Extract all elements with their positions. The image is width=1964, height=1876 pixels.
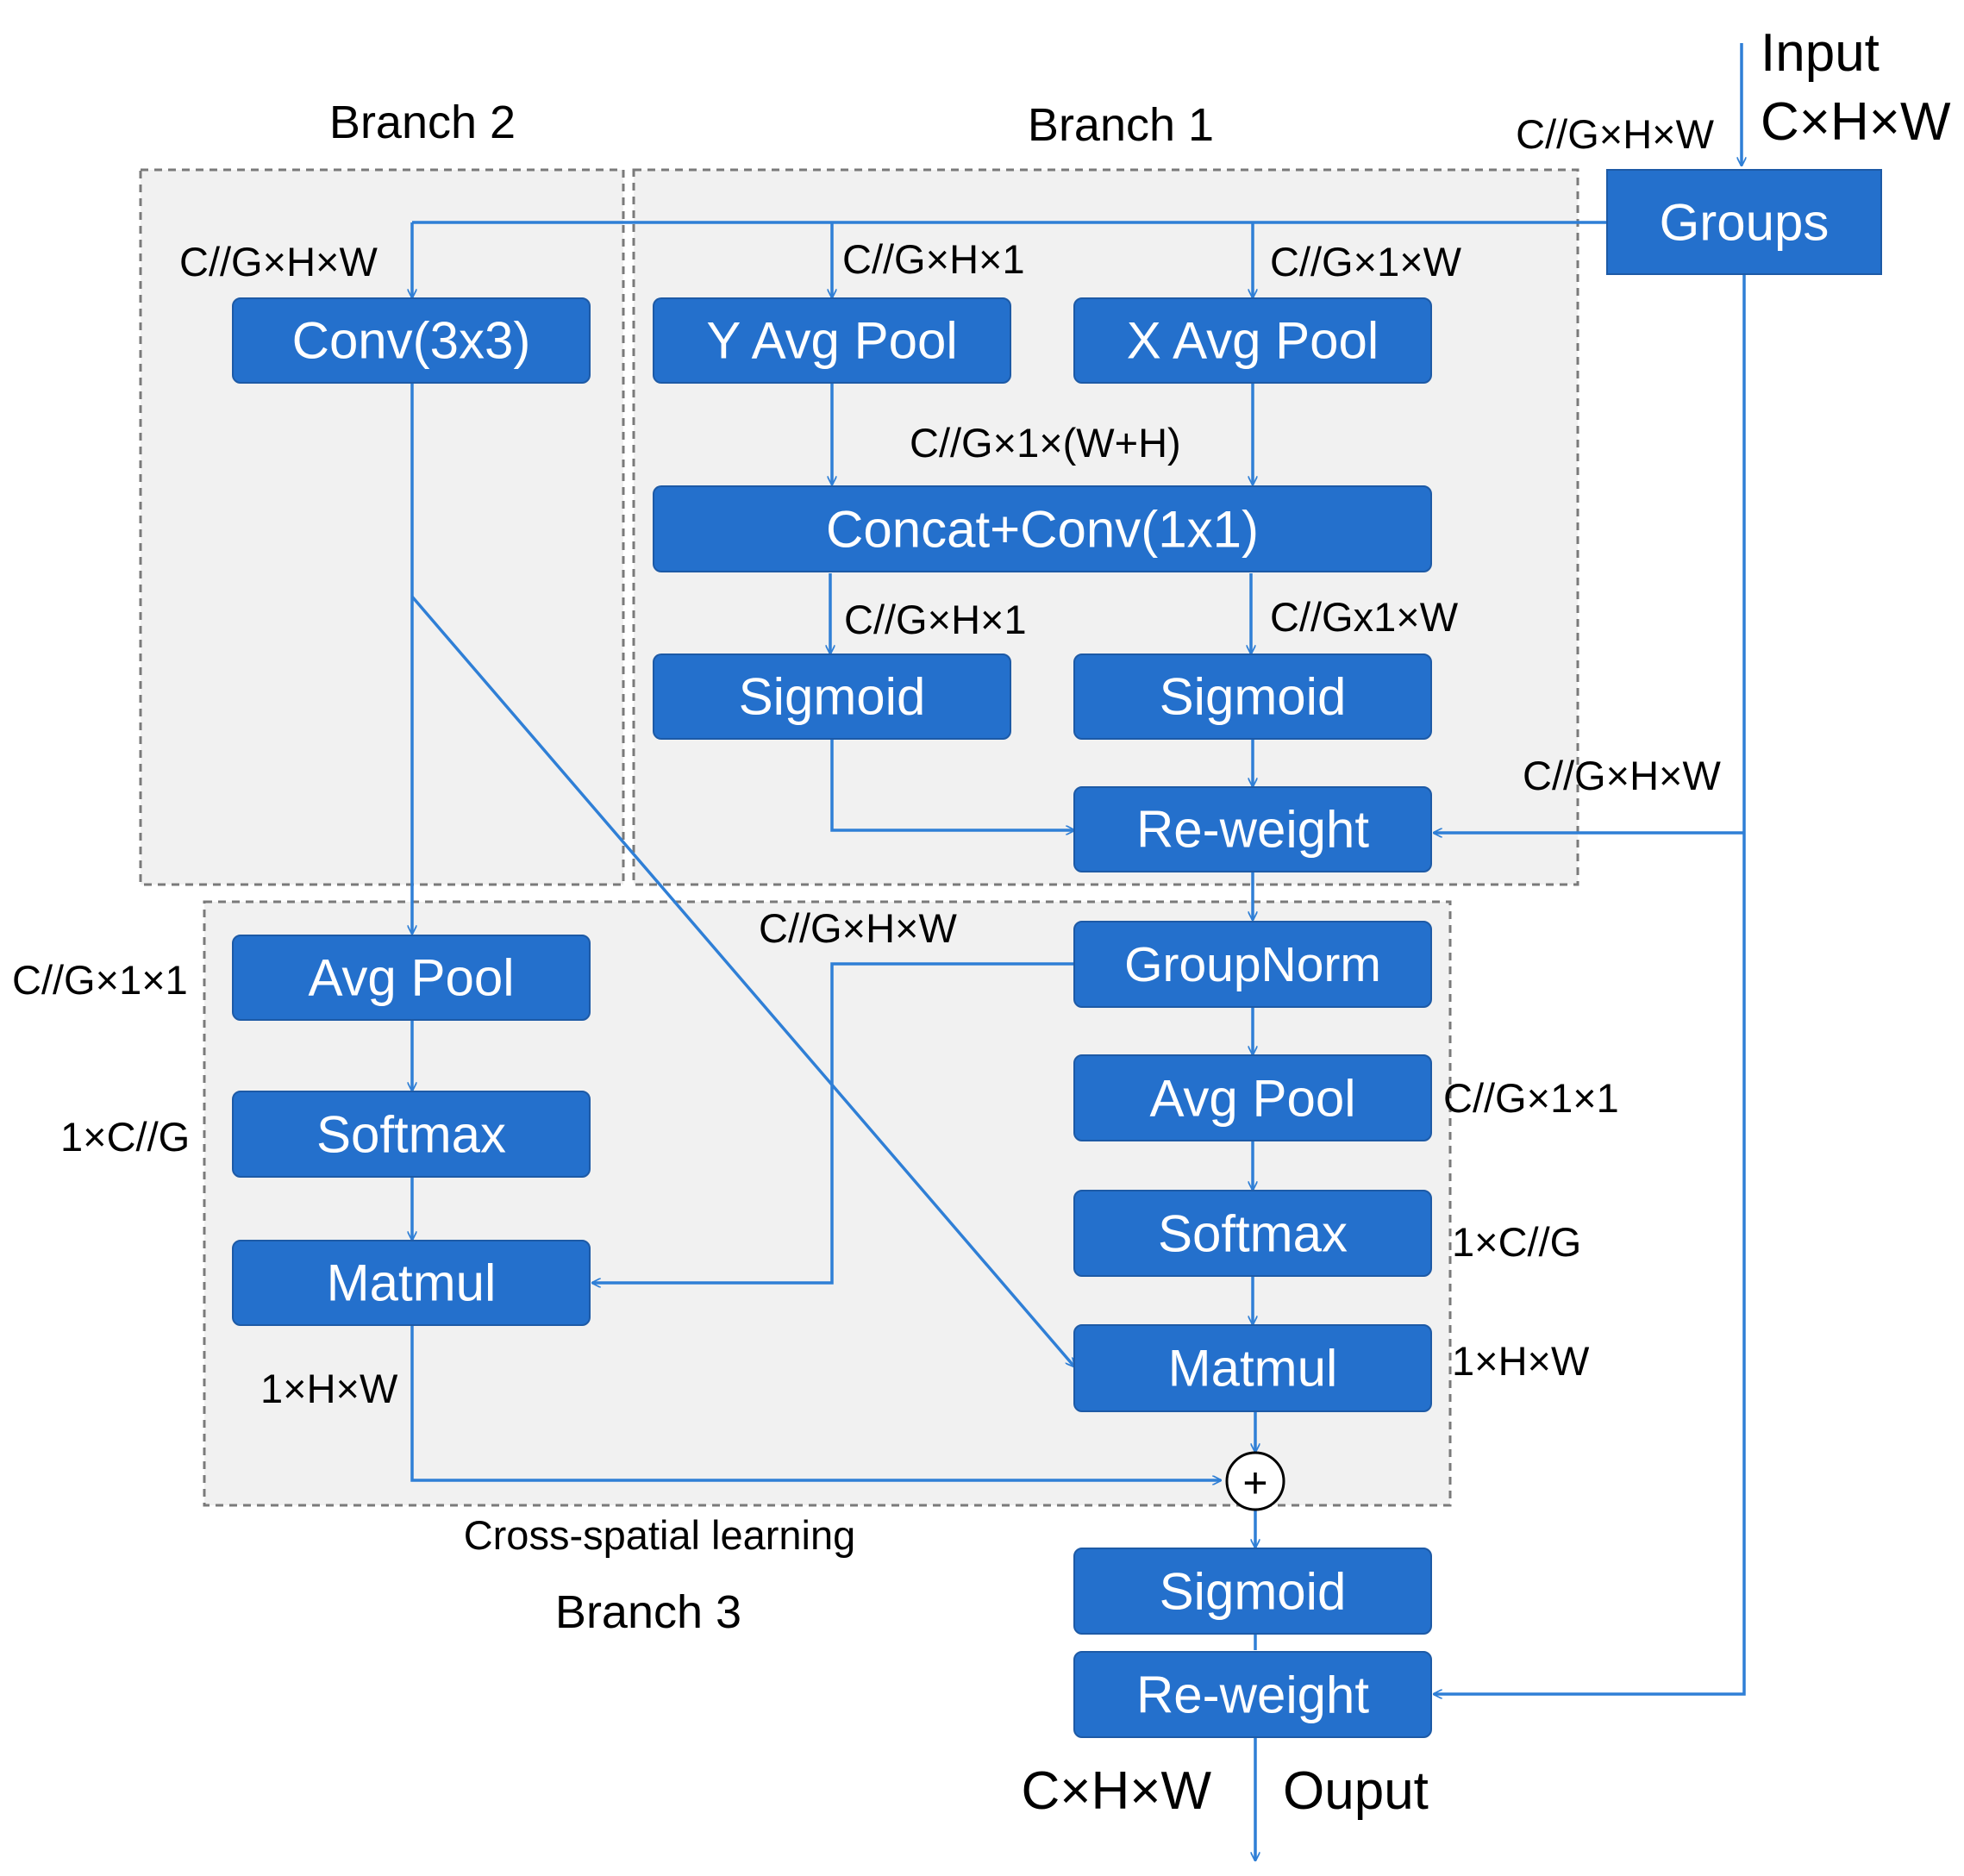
label-matmul-left-out: 1×H×W (260, 1366, 398, 1411)
sigmoid-x-node: Sigmoid (1073, 653, 1432, 740)
groupnorm-node: GroupNorm (1073, 921, 1432, 1008)
y-avg-pool-node: Y Avg Pool (653, 297, 1011, 384)
svg-text:Re-weight: Re-weight (1136, 1667, 1369, 1724)
edge-conv-matmul-right (410, 595, 1074, 1366)
reweight-1-node: Re-weight (1073, 786, 1432, 872)
label-sigmoid-x-in: C//Gx1×W (1270, 594, 1459, 640)
output-title: Ouput (1283, 1761, 1429, 1821)
label-reweight-skip: C//G×H×W (1523, 753, 1721, 798)
svg-text:Avg Pool: Avg Pool (1149, 1070, 1355, 1128)
groups-node: Groups (1606, 169, 1882, 275)
label-avgpool-left-out: C//G×1×1 (12, 957, 188, 1003)
concat-conv-node: Concat+Conv(1x1) (653, 485, 1432, 572)
sigmoid-final-node: Sigmoid (1073, 1548, 1432, 1635)
output-shape: C×H×W (1022, 1761, 1212, 1821)
label-matmul-right-out: 1×H×W (1452, 1338, 1590, 1384)
x-avg-pool-node: X Avg Pool (1073, 297, 1432, 384)
label-sigmoid-y-in: C//G×H×1 (844, 597, 1027, 642)
avg-pool-right-node: Avg Pool (1073, 1054, 1432, 1141)
svg-text:GroupNorm: GroupNorm (1124, 937, 1381, 992)
matmul-left-node: Matmul (232, 1240, 591, 1326)
cross-spatial-label: Cross-spatial learning (464, 1512, 856, 1558)
input-groups-shape: C//G×H×W (1516, 111, 1714, 157)
conv3x3-node: Conv(3x3) (232, 297, 591, 384)
plus-node: + (1225, 1451, 1285, 1511)
input-title: Input (1761, 23, 1880, 83)
label-xpool-in: C//G×1×W (1270, 239, 1462, 285)
label-softmax-left-out: 1×C//G (60, 1114, 190, 1160)
label-avgpool-right-out: C//G×1×1 (1443, 1075, 1619, 1121)
softmax-right-node: Softmax (1073, 1190, 1432, 1277)
reweight-final-node: Re-weight (1073, 1651, 1432, 1738)
input-shape: C×H×W (1761, 92, 1951, 152)
svg-text:Matmul: Matmul (1168, 1340, 1338, 1398)
edge-sigy-reweight1 (830, 739, 1074, 830)
branch2-region (139, 168, 625, 886)
svg-text:Softmax: Softmax (1158, 1205, 1348, 1263)
avg-pool-left-node: Avg Pool (232, 935, 591, 1021)
svg-text:Sigmoid: Sigmoid (739, 668, 926, 726)
svg-text:Re-weight: Re-weight (1136, 801, 1369, 859)
branch1-title: Branch 1 (1028, 99, 1214, 151)
svg-text:Matmul: Matmul (327, 1254, 497, 1312)
label-groupnorm-out: C//G×H×W (759, 905, 957, 951)
branch2-title: Branch 2 (329, 97, 516, 148)
edges (412, 43, 1744, 1860)
svg-text:Sigmoid: Sigmoid (1160, 668, 1347, 726)
softmax-left-node: Softmax (232, 1091, 591, 1178)
svg-text:Groups: Groups (1660, 194, 1830, 252)
label-softmax-right-out: 1×C//G (1452, 1219, 1581, 1265)
edge-groups-skip (1434, 274, 1746, 1694)
svg-text:+: + (1242, 1459, 1267, 1507)
edge-matmul-left-plus (410, 1325, 1221, 1480)
svg-text:X Avg Pool: X Avg Pool (1127, 312, 1379, 370)
sigmoid-y-node: Sigmoid (653, 653, 1011, 740)
svg-text:Avg Pool: Avg Pool (308, 949, 514, 1007)
svg-text:Conv(3x3): Conv(3x3) (292, 312, 531, 370)
branch3-title: Branch 3 (555, 1586, 741, 1638)
label-concat-in: C//G×1×(W+H) (910, 420, 1181, 466)
svg-text:Y Avg Pool: Y Avg Pool (706, 312, 957, 370)
svg-text:Concat+Conv(1x1): Concat+Conv(1x1) (826, 501, 1259, 559)
svg-text:Sigmoid: Sigmoid (1160, 1563, 1347, 1621)
matmul-right-node: Matmul (1073, 1324, 1432, 1412)
label-conv-in: C//G×H×W (179, 239, 378, 285)
label-ypool-in: C//G×H×1 (842, 236, 1025, 282)
edge-groupnorm-matmul-left (592, 962, 1074, 1283)
svg-text:Softmax: Softmax (316, 1106, 506, 1164)
